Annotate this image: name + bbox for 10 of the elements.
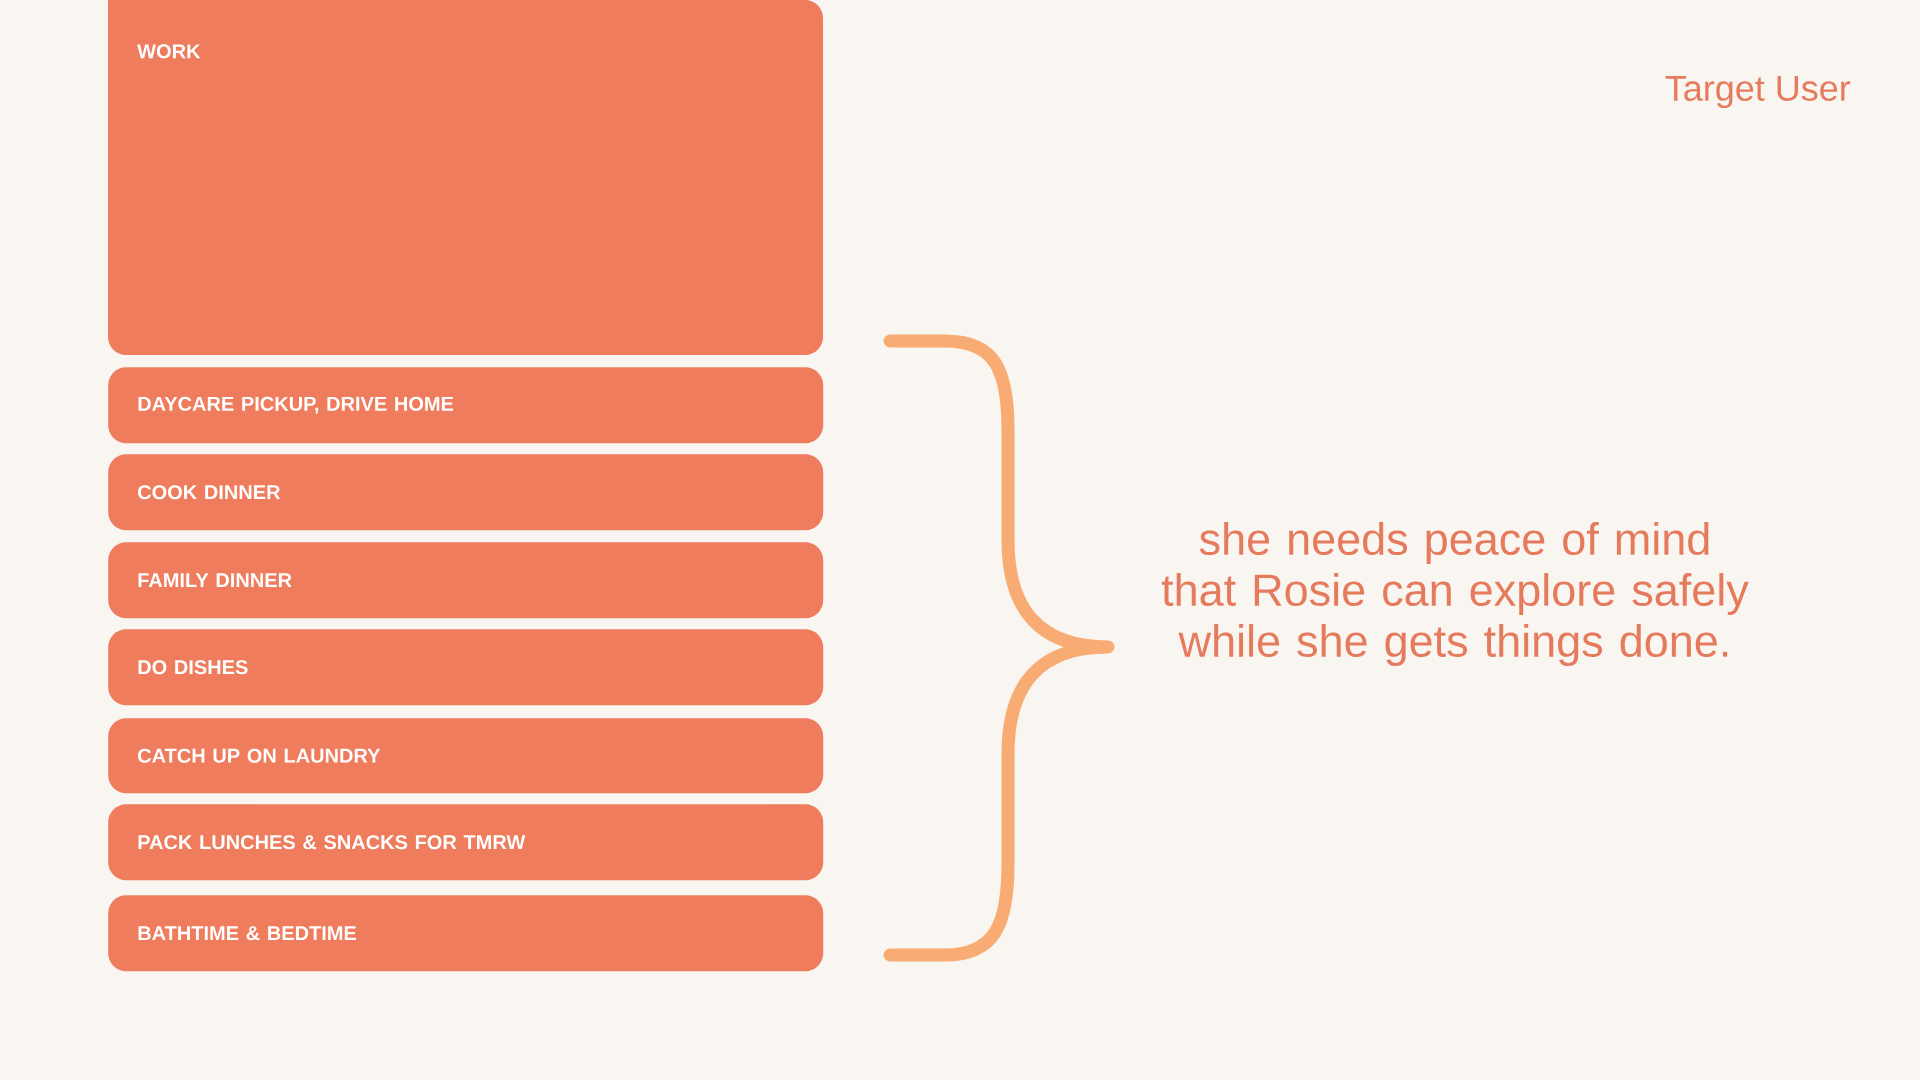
task-bar: BATHTIME & BEDTIME <box>108 895 824 972</box>
work-block: WORK <box>108 0 823 355</box>
task-bar: COOK DINNER <box>108 454 824 531</box>
task-bar: DAYCARE PICKUP, DRIVE HOME <box>108 367 824 444</box>
task-bar: FAMILY DINNER <box>108 542 824 619</box>
title: Target User <box>1665 75 1851 109</box>
task-bar: CATCH UP ON LAUNDRY <box>108 718 824 794</box>
task-bar: PACK LUNCHES & SNACKS FOR TMRW <box>108 804 824 881</box>
quote-text: she needs peace of mind that Rosie can explore safely while she gets things done. <box>1161 522 1749 666</box>
task-bar: DO DISHES <box>108 629 824 706</box>
